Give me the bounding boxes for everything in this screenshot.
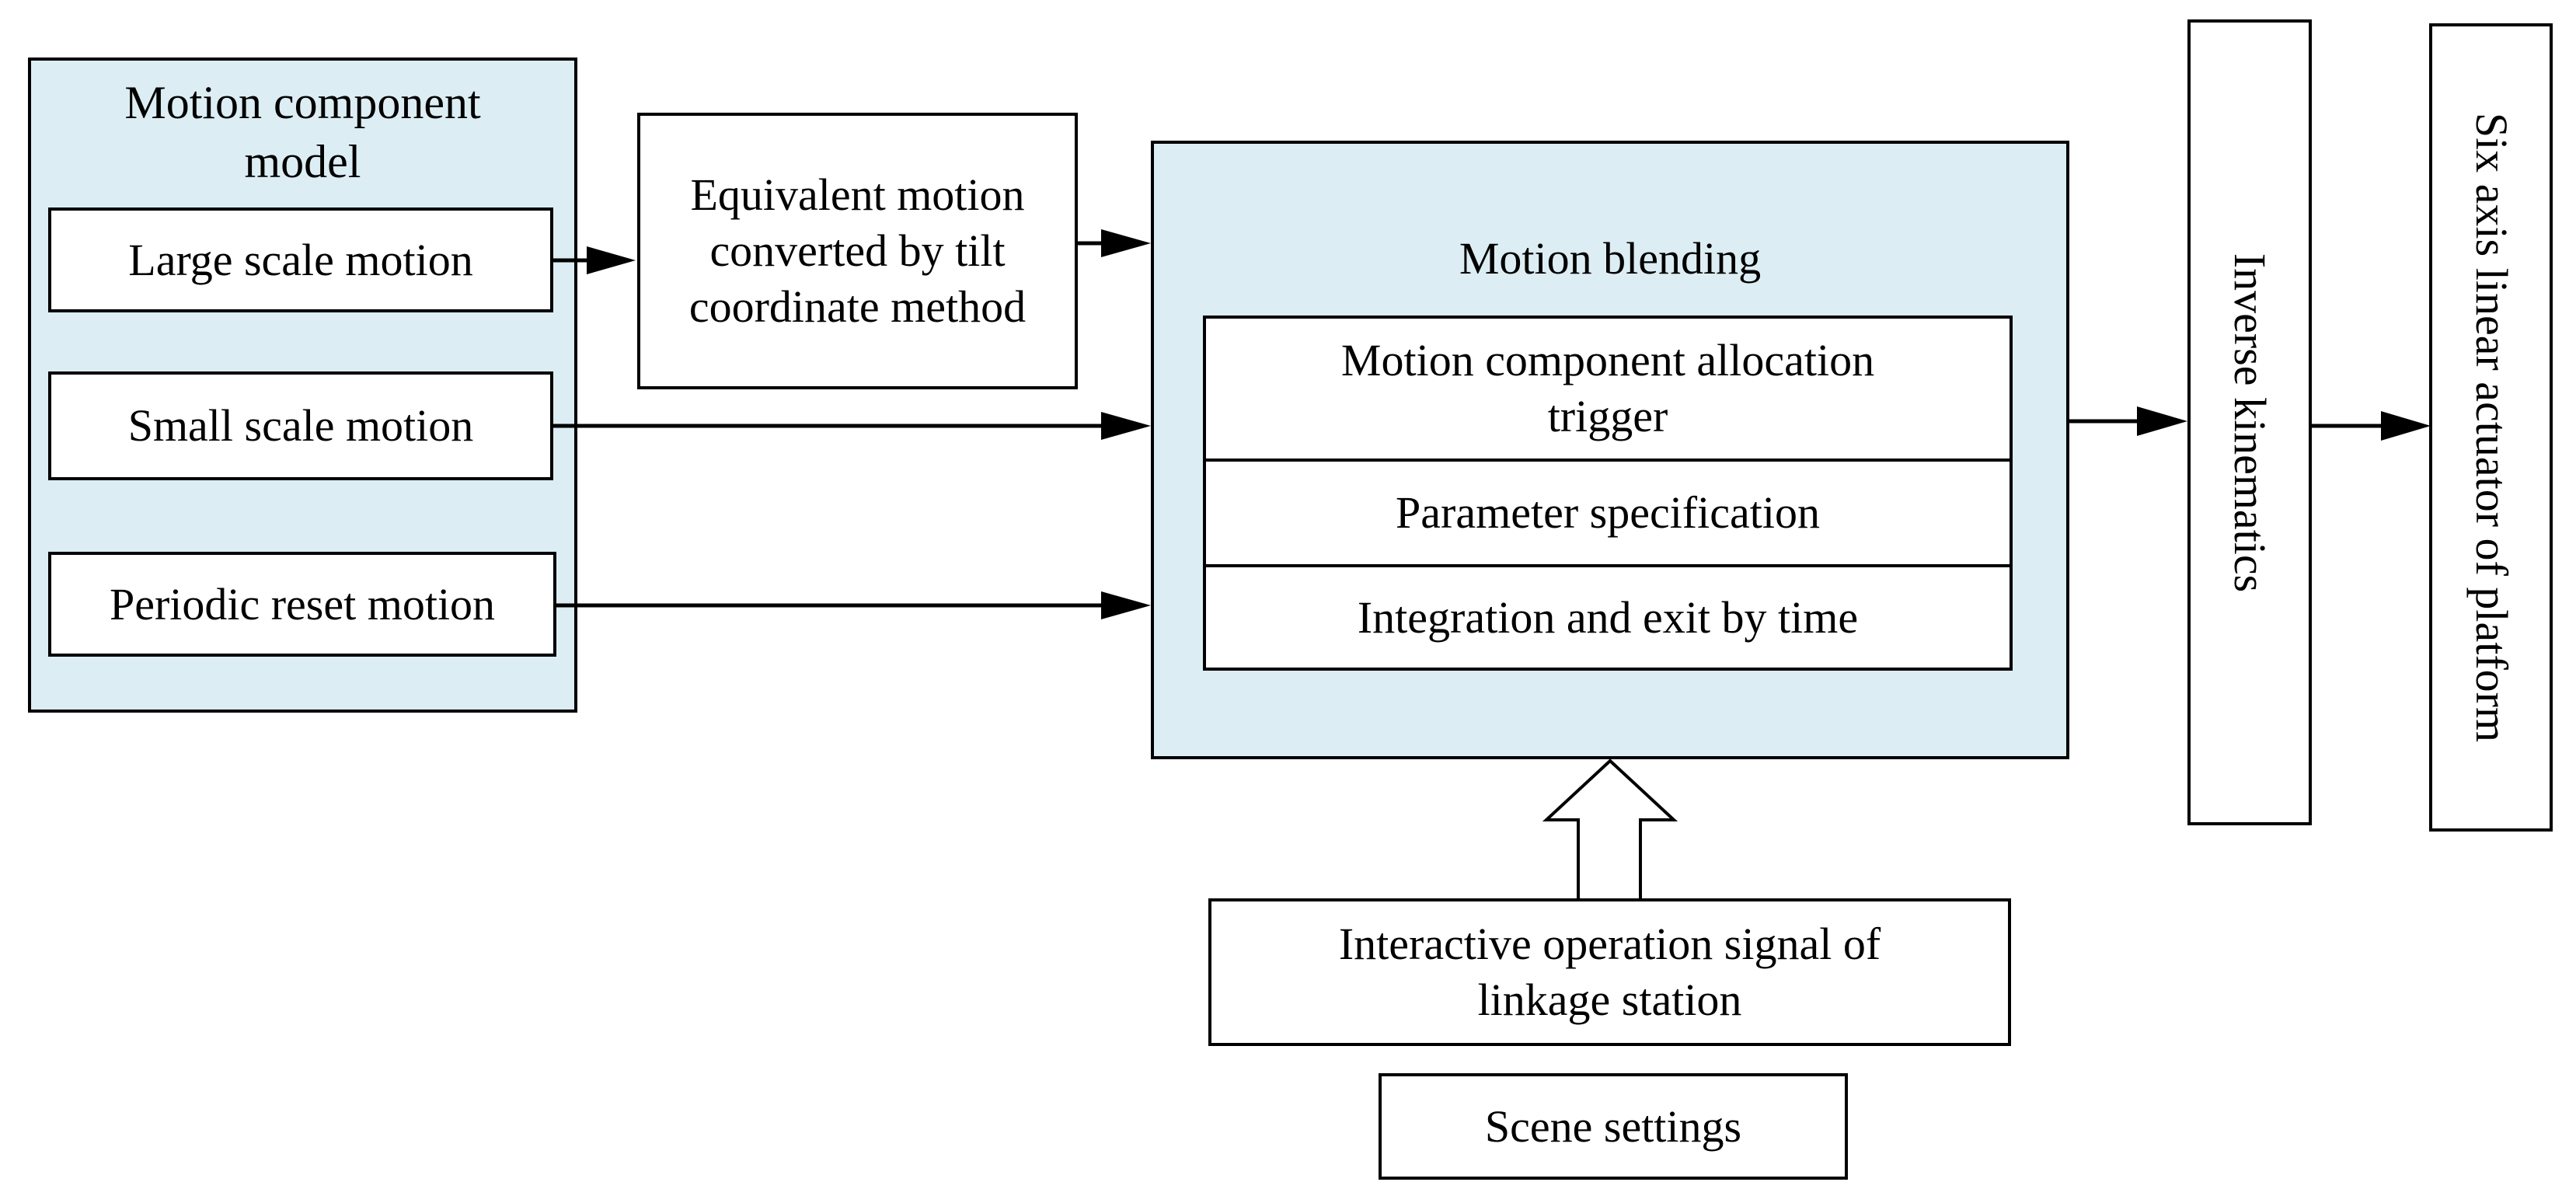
inverse-kinematics-label: Inverse kinematics [2225, 253, 2275, 592]
motion-component-model-title-text: Motion component model [124, 77, 481, 187]
tilt-line-3: coordinate method [688, 281, 1027, 332]
blending-row-integration: Integration and exit by time [1206, 567, 2010, 668]
periodic-reset-motion-label: Periodic reset motion [109, 578, 496, 629]
arrow-inverse-to-actuator [2312, 411, 2431, 441]
blending-row-parameter: Parameter specification [1206, 462, 2010, 567]
arrow-small-to-blending [553, 412, 1151, 440]
small-scale-motion-box: Small scale motion [48, 371, 553, 480]
large-scale-motion-label: Large scale motion [128, 234, 473, 285]
interactive-line-1: Interactive operation signal of [1338, 919, 1881, 969]
tilt-coordinate-box: Equivalent motion converted by tilt coor… [637, 113, 1078, 389]
interactive-signal-box: Interactive operation signal of linkage … [1208, 898, 2011, 1046]
allocation-line-1: Motion component allocation [1340, 335, 1875, 385]
arrow-tilt-to-blending [1078, 229, 1151, 257]
scene-settings-box: Scene settings [1379, 1073, 1848, 1180]
periodic-reset-motion-box: Periodic reset motion [48, 552, 556, 657]
hollow-arrow-up [1542, 758, 1678, 898]
motion-blending-title: Motion blending [1154, 231, 2066, 287]
large-scale-motion-box: Large scale motion [48, 207, 553, 312]
actuator-label: Six axis linear actuator of platform [2466, 112, 2517, 743]
tilt-line-2: converted by tilt [709, 225, 1006, 276]
arrow-periodic-to-blending [556, 591, 1151, 619]
inverse-kinematics-box: Inverse kinematics [2187, 19, 2312, 825]
actuator-box: Six axis linear actuator of platform [2429, 23, 2553, 832]
small-scale-motion-label: Small scale motion [127, 400, 474, 451]
motion-component-model-title: Motion component model [31, 73, 574, 191]
allocation-line-2: trigger [1547, 391, 1668, 441]
motion-blending-title-text: Motion blending [1459, 233, 1762, 284]
tilt-line-1: Equivalent motion [690, 169, 1025, 220]
blending-row-allocation: Motion component allocation trigger [1206, 319, 2010, 462]
arrow-blending-to-inverse [2069, 406, 2187, 436]
interactive-line-2: linkage station [1477, 975, 1742, 1025]
integration-label: Integration and exit by time [1357, 591, 1859, 643]
blending-rows-container: Motion component allocation trigger Para… [1203, 316, 2013, 671]
parameter-label: Parameter specification [1396, 487, 1820, 538]
scene-settings-label: Scene settings [1484, 1100, 1742, 1152]
